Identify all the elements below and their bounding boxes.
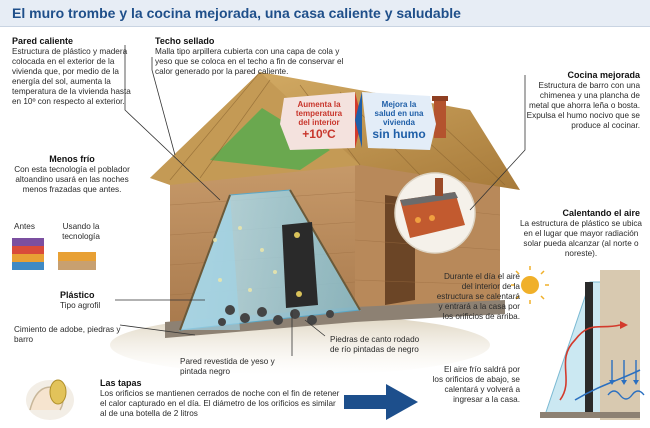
techo-title: Techo sellado — [155, 36, 215, 46]
green-ceiling — [210, 108, 330, 170]
badge-health-line1: Mejora la — [381, 100, 417, 109]
cocina-body: Estructura de barro con una chimenea y u… — [526, 81, 640, 130]
pared-yeso-label: Pared revestida de yeso y pintada negro — [180, 357, 275, 376]
cold-air-arrow — [574, 369, 641, 401]
piedras-label: Piedras de canto rodado de río pintadas … — [330, 335, 420, 354]
plastico-title: Plástico — [60, 290, 95, 300]
badge-health-value: sin humo — [372, 127, 426, 141]
sun-icon — [521, 276, 539, 294]
arrow-right-icon — [344, 384, 418, 420]
badge-health: Mejora la salud en una vivienda sin humo — [364, 100, 434, 141]
frio-text: El aire frío saldrá por los orificios de… — [432, 365, 520, 404]
antes-label: Antes — [14, 222, 35, 231]
cold-down-arrows — [611, 360, 637, 380]
tapas-title: Las tapas — [100, 378, 142, 388]
title-banner: El muro trombe y la cocina mejorada, una… — [0, 0, 650, 27]
techo-body: Malla tipo arpillera cubierta con una ca… — [155, 47, 344, 76]
badge-temp: Aumenta la temperatura del interior +10º… — [284, 100, 354, 141]
hot-air-arrow — [559, 324, 621, 401]
badge-temp-line1: Aumenta la — [297, 100, 341, 109]
badge-temp-line2: temperatura — [295, 109, 343, 118]
badge-temp-value: +10ºC — [302, 127, 336, 141]
page-title: El muro trombe y la cocina mejorada, una… — [12, 5, 461, 21]
calentando-body: La estructura de plástico se ubica en el… — [520, 219, 642, 258]
vent-holes — [294, 232, 302, 297]
menos-frio-title: Menos frío — [49, 154, 95, 164]
leader-lines — [115, 45, 526, 356]
pared-title: Pared caliente — [12, 36, 74, 46]
menos-frio-body: Con esta tecnología el poblador altoandi… — [14, 165, 130, 194]
usando-label: Usando la tecnología — [62, 222, 100, 241]
badge-temp-bg — [280, 92, 355, 150]
cimiento-label: Cimiento de adobe, piedras y barro — [14, 325, 121, 344]
badge-temp-line3: del interior — [298, 118, 340, 127]
chimney — [434, 98, 446, 138]
plastico-body: Tipo agrofil — [60, 301, 101, 310]
badge-health-line3: vivienda — [382, 118, 415, 127]
blankets-before — [12, 238, 44, 270]
tapas-body: Los orificios se mantienen cerrados de n… — [100, 389, 340, 418]
mini-house-wall — [600, 270, 640, 420]
mini-black-wall — [585, 282, 593, 415]
dia-text: Durante el día el aire del interior de l… — [436, 272, 520, 321]
black-wall — [282, 222, 318, 308]
foundation — [165, 300, 505, 338]
badge-health-bg — [362, 92, 436, 150]
black-stones — [218, 305, 334, 326]
blankets-after — [58, 252, 96, 270]
lid-hand-icon — [26, 379, 74, 420]
pared-body: Estructura de plástico y madera colocada… — [12, 47, 131, 106]
cocina-title: Cocina mejorada — [567, 70, 640, 80]
sun-rays — [511, 266, 549, 304]
calentando-title: Calentando el aire — [562, 208, 640, 218]
badge-health-line2: salud en una — [374, 109, 424, 118]
